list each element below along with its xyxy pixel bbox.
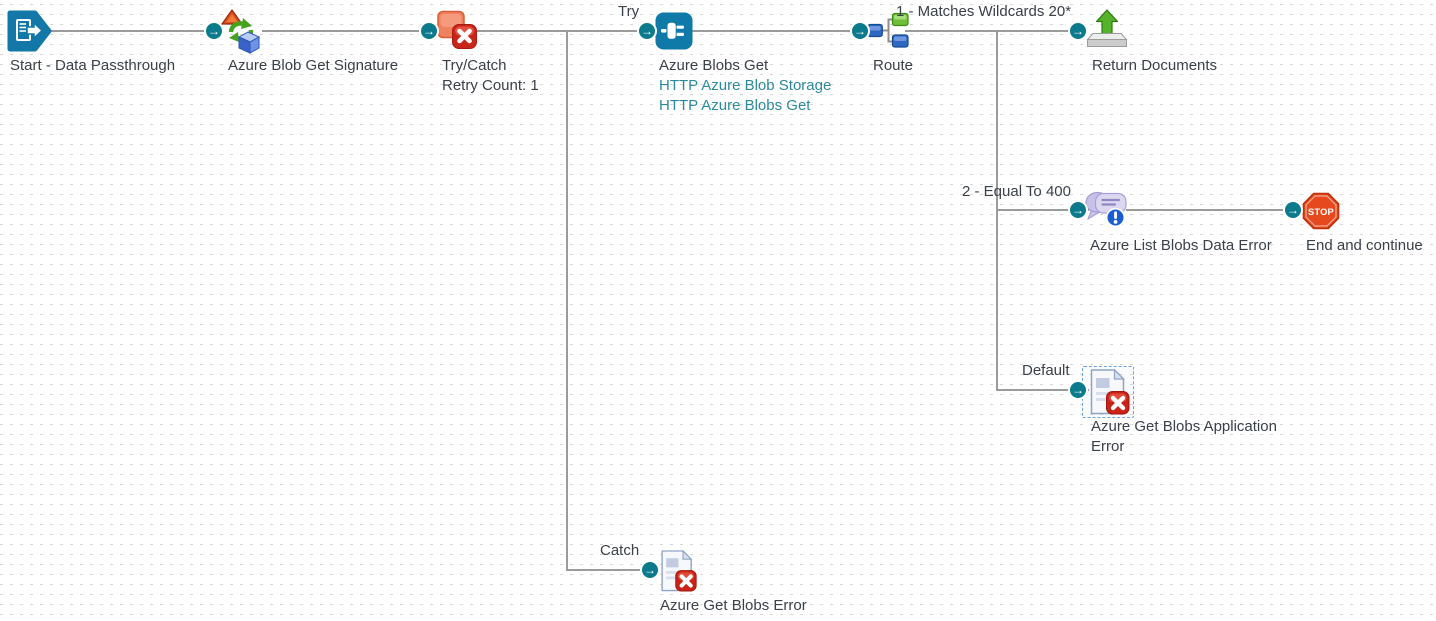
try-catch-shape-icon[interactable] <box>436 9 478 51</box>
map-shape-label: Azure Blob Get Signature <box>228 57 399 74</box>
connector-line <box>50 30 222 32</box>
flow-arrow-icon[interactable]: → <box>1070 382 1086 398</box>
start-shape-icon[interactable] <box>6 10 52 52</box>
connector-line <box>997 389 1089 391</box>
flow-arrow-icon[interactable]: → <box>421 23 437 39</box>
exception-default-label: Azure Get Blobs Application Error <box>1091 418 1277 455</box>
connector-operation-link[interactable]: HTTP Azure Blobs Get <box>659 97 811 114</box>
stop-shape-icon[interactable]: STOP <box>1302 192 1340 230</box>
flow-arrow-icon[interactable]: → <box>1070 23 1086 39</box>
connector-line <box>692 30 870 32</box>
branch-label-default: Default <box>1022 362 1070 379</box>
connector-shape-label: Azure Blobs Get <box>659 57 769 74</box>
flow-arrow-icon[interactable]: → <box>852 23 868 39</box>
branch-label-try: Try <box>618 3 640 20</box>
exception-shape-icon[interactable] <box>658 549 698 593</box>
connector-shape-icon[interactable] <box>655 12 693 50</box>
exception-catch-label: Azure Get Blobs Error <box>660 597 807 614</box>
flow-arrow-icon[interactable]: → <box>1285 202 1301 218</box>
connector-connection-link[interactable]: HTTP Azure Blob Storage <box>659 77 832 94</box>
flow-arrow-icon[interactable]: → <box>639 23 655 39</box>
connector-line <box>262 30 438 32</box>
return-documents-shape-label: Return Documents <box>1092 57 1218 74</box>
notify-shape-icon[interactable] <box>1085 188 1129 232</box>
branch-line-vertical <box>566 30 568 571</box>
flow-arrow-icon[interactable]: → <box>206 23 222 39</box>
stop-sign-text: STOP <box>1308 207 1334 217</box>
exception-shape-icon[interactable] <box>1087 368 1131 416</box>
route-shape-icon[interactable] <box>867 10 909 52</box>
connector-line <box>997 209 1089 211</box>
connector-line <box>1126 209 1304 211</box>
notify-shape-label: Azure List Blobs Data Error <box>1090 237 1272 254</box>
flow-arrow-icon[interactable]: → <box>642 562 658 578</box>
flow-arrow-icon[interactable]: → <box>1070 202 1086 218</box>
try-catch-shape-label: Try/Catch <box>442 57 507 74</box>
start-shape-label: Start - Data Passthrough <box>10 57 176 74</box>
try-catch-retry-count: Retry Count: 1 <box>442 77 539 94</box>
return-documents-shape-icon[interactable] <box>1086 9 1128 51</box>
branch-label-catch: Catch <box>600 542 640 559</box>
branch-label-route-2: 2 - Equal To 400 <box>962 183 1071 200</box>
map-shape-icon[interactable] <box>221 8 263 54</box>
branch-label-route-1: 1 - Matches Wildcards 20* <box>896 3 1072 20</box>
stop-shape-label: End and continue <box>1306 237 1423 254</box>
connector-line <box>566 569 660 571</box>
route-shape-label: Route <box>873 57 914 74</box>
